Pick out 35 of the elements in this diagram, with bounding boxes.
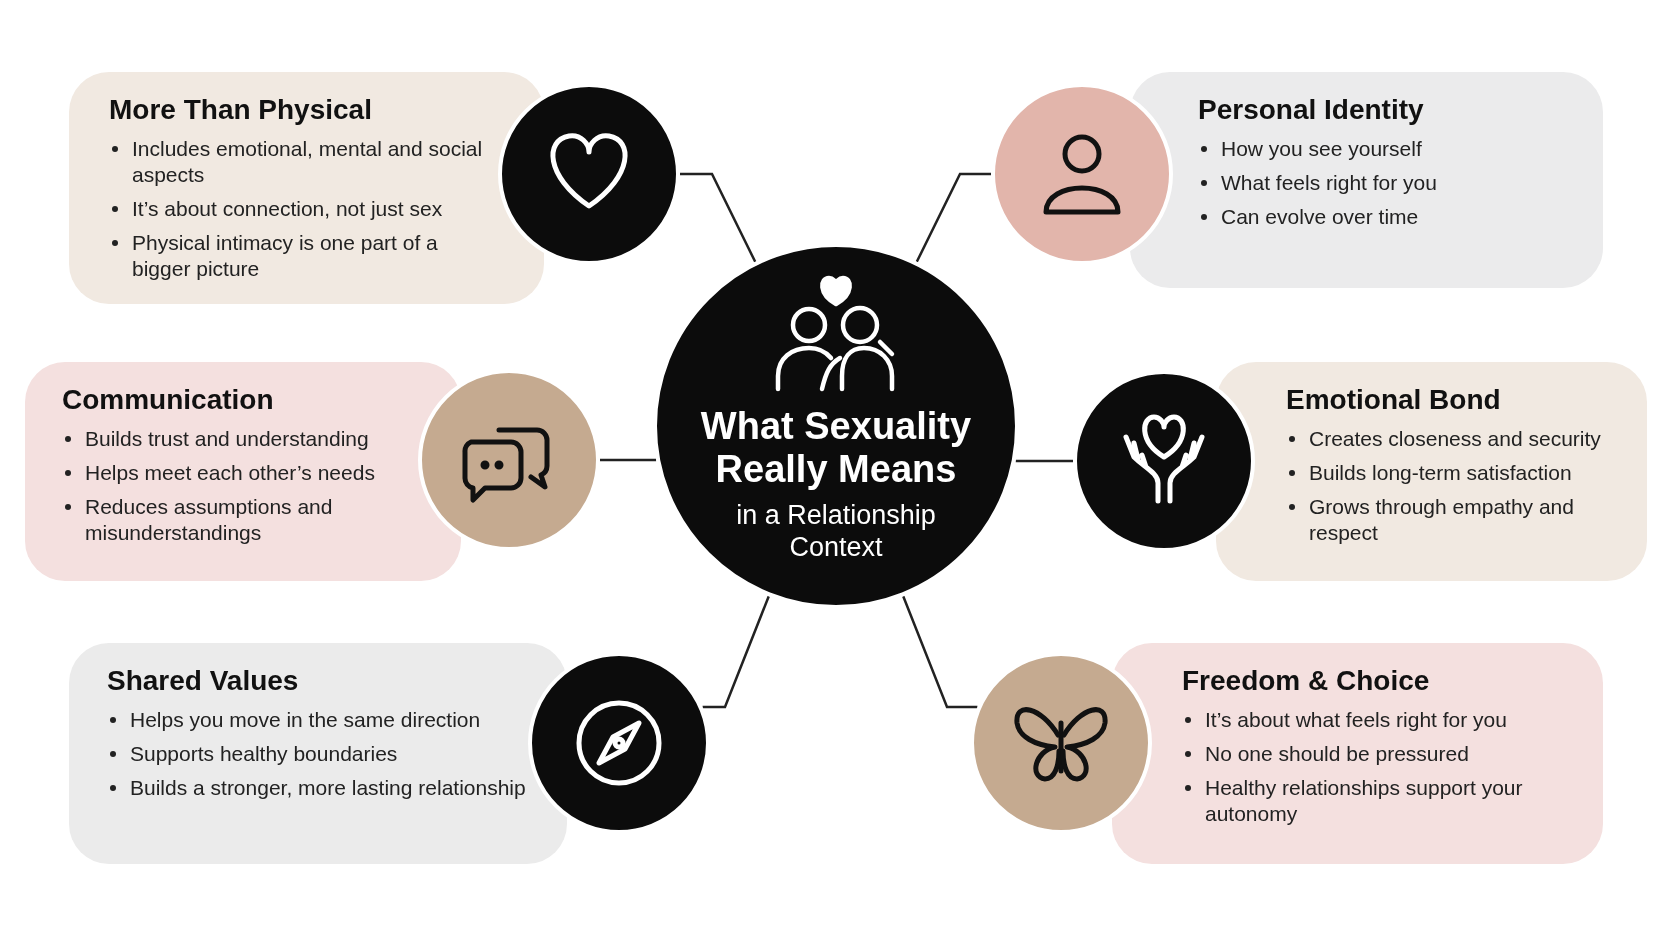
card-title: Freedom & Choice xyxy=(1182,665,1430,697)
bullet-point: Creates closeness and security xyxy=(1286,426,1636,452)
card-title: Personal Identity xyxy=(1198,94,1424,126)
bullet-point: Can evolve over time xyxy=(1198,204,1578,230)
bullet-point: Includes emotional, mental and social aspects xyxy=(109,136,499,188)
connector-line xyxy=(680,172,757,263)
connector-line xyxy=(702,595,770,709)
info-card xyxy=(69,643,567,864)
info-card xyxy=(1216,362,1647,581)
bullet-point: Helps you move in the same direction xyxy=(107,707,527,733)
bullet-point: What feels right for you xyxy=(1198,170,1578,196)
bullet-point: Builds a stronger, more lasting relationship xyxy=(107,775,527,801)
bullet-point: Grows through empathy and respect xyxy=(1286,494,1636,546)
bullet-point: Physical intimacy is one part of a bigger picture xyxy=(109,230,499,282)
hub-subtitle: in a Relationship Context xyxy=(735,499,937,563)
info-card xyxy=(25,362,461,581)
connector-line xyxy=(902,595,978,709)
card-title: Emotional Bond xyxy=(1286,384,1501,416)
info-card xyxy=(1130,72,1603,288)
bullet-point: Supports healthy boundaries xyxy=(107,741,527,767)
card-title: More Than Physical xyxy=(109,94,372,126)
card-title: Shared Values xyxy=(107,665,299,697)
connector-line xyxy=(600,458,657,462)
bullet-point: Healthy relationships support your autonomy xyxy=(1182,775,1582,827)
bullet-point: It’s about connection, not just sex xyxy=(109,196,499,222)
bullet-point: Builds long-term satisfaction xyxy=(1286,460,1636,486)
bullet-point: How you see yourself xyxy=(1198,136,1578,162)
connector-line xyxy=(1015,459,1073,463)
info-card xyxy=(69,72,544,304)
bullet-point: It’s about what feels right for you xyxy=(1182,707,1582,733)
card-title: Communication xyxy=(62,384,274,416)
info-card xyxy=(1112,643,1603,864)
bullet-point: No one should be pressured xyxy=(1182,741,1582,767)
hub-title: What Sexuality Really Means xyxy=(699,405,973,491)
connector-line xyxy=(915,172,991,263)
